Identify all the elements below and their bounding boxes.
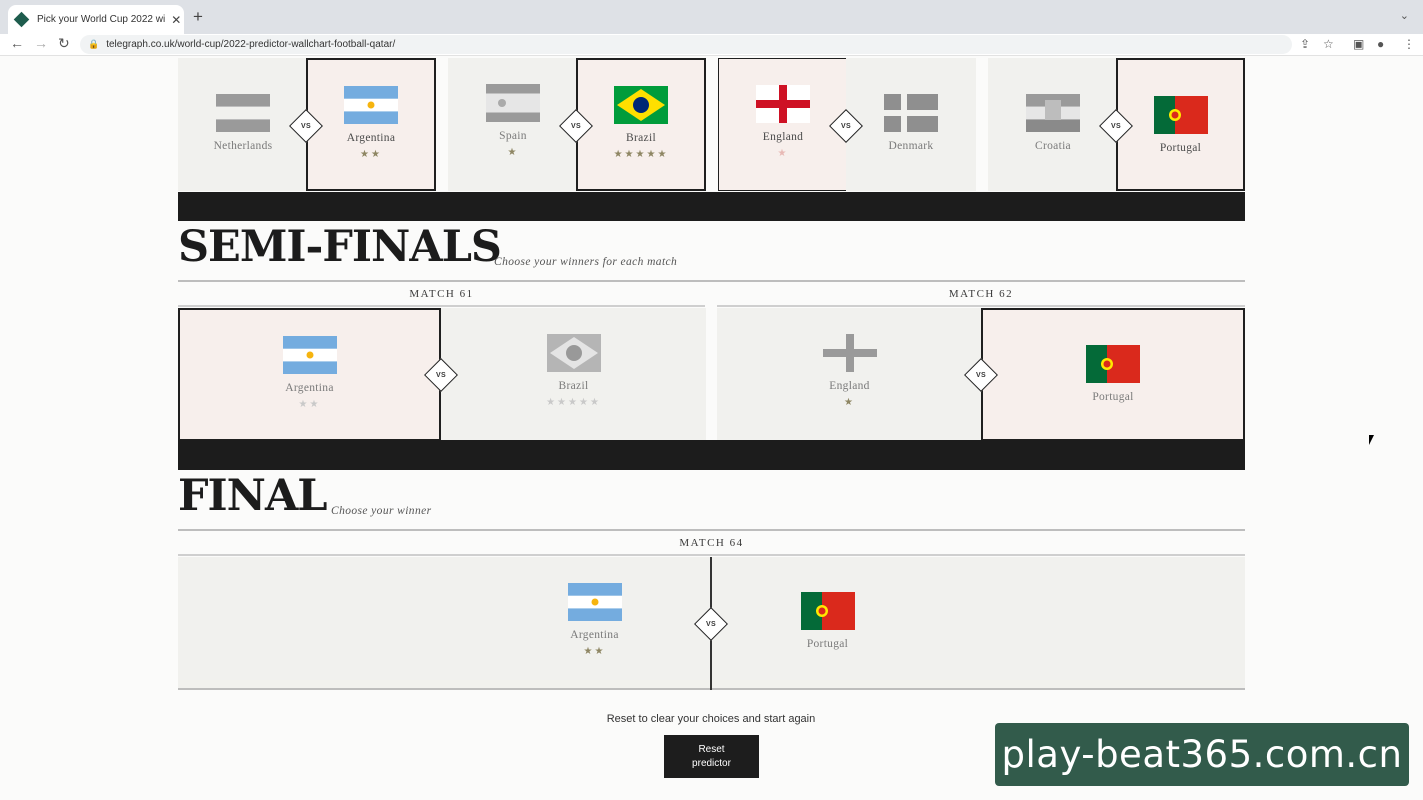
team-card-portugal[interactable]: Portugal <box>1116 58 1245 191</box>
telegraph-favicon-icon <box>13 11 30 28</box>
divider <box>178 305 705 307</box>
tab-close-icon[interactable]: ✕ <box>171 12 182 27</box>
vs-label: VS <box>706 620 716 628</box>
team-name: England <box>762 131 804 143</box>
final-row: Argentina ★★ Portugal VS <box>178 557 1245 690</box>
section-divider-bar <box>178 192 1245 221</box>
tab-search-icon[interactable]: ⌄ <box>1399 10 1409 22</box>
profile-avatar-icon[interactable]: ● <box>1377 37 1385 51</box>
semi-finals-title: SEMI-FINALS <box>178 222 502 272</box>
lock-icon: 🔒 <box>88 39 100 49</box>
team-name: Spain <box>499 130 527 142</box>
stars-rating: ★★ <box>583 646 606 657</box>
browser-menu-icon[interactable]: ⋮ <box>1403 37 1415 51</box>
team-name: Denmark <box>888 140 934 152</box>
team-name: Portugal <box>1092 391 1134 403</box>
team-card-england[interactable]: England ★ <box>717 308 982 441</box>
team-card-argentina[interactable]: Argentina ★★ <box>178 308 441 441</box>
final-title: FINAL <box>178 471 328 521</box>
vs-label: VS <box>571 122 581 130</box>
croatia-flag-icon <box>1026 94 1080 132</box>
argentina-flag-icon <box>282 336 337 374</box>
reset-button-label: Reset predictor <box>692 743 731 769</box>
stars-rating: ★ <box>777 148 789 159</box>
back-button[interactable]: ← <box>10 35 24 51</box>
final-subtitle: Choose your winner <box>331 505 432 517</box>
team-card-denmark[interactable]: Denmark <box>846 58 976 191</box>
quarter-finals-row: Netherlands Argentina ★★ VS Spain ★ Braz… <box>178 58 1245 193</box>
vs-label: VS <box>841 122 851 130</box>
spain-flag-icon <box>486 84 540 122</box>
vs-label: VS <box>301 122 311 130</box>
reload-button[interactable]: ↻ <box>58 35 70 51</box>
portugal-flag-icon <box>1153 96 1208 134</box>
team-card-brazil[interactable]: Brazil ★★★★★ <box>576 58 706 191</box>
stars-rating: ★★★★★ <box>613 149 669 160</box>
tab-title: Pick your World Cup 2022 wi <box>37 14 166 25</box>
reset-description: Reset to clear your choices and start ag… <box>606 713 816 725</box>
stars-rating: ★★ <box>360 149 382 160</box>
team-card-portugal[interactable]: Portugal <box>981 308 1245 441</box>
team-name: Brazil <box>558 380 589 392</box>
address-bar[interactable]: 🔒 telegraph.co.uk/world-cup/2022-predict… <box>80 35 1292 54</box>
team-name: Argentina <box>346 132 396 144</box>
team-card-brazil[interactable]: Brazil ★★★★★ <box>441 308 706 441</box>
url-text: telegraph.co.uk/world-cup/2022-predictor… <box>106 39 396 50</box>
browser-tab-bar: Pick your World Cup 2022 wi ✕ + ⌄ <box>0 0 1423 34</box>
team-card-argentina[interactable]: Argentina ★★ <box>306 58 436 191</box>
team-card-england[interactable]: England ★ <box>718 58 848 191</box>
brazil-flag-icon <box>546 334 601 372</box>
england-flag-icon <box>756 85 810 123</box>
team-name: Brazil <box>626 132 656 144</box>
brazil-flag-icon <box>614 86 668 124</box>
bookmark-star-icon[interactable]: ☆ <box>1323 37 1334 51</box>
share-icon[interactable]: ⇪ <box>1300 37 1311 51</box>
portugal-flag-icon <box>1086 345 1140 383</box>
new-tab-button[interactable]: + <box>193 7 203 26</box>
team-name: Argentina <box>570 629 619 641</box>
divider <box>178 554 1245 556</box>
denmark-flag-icon <box>884 94 938 132</box>
argentina-flag-icon <box>567 583 622 621</box>
portugal-flag-icon <box>800 592 855 630</box>
divider <box>717 305 1245 307</box>
england-flag-icon <box>822 334 877 372</box>
team-card-portugal[interactable]: Portugal <box>721 557 934 690</box>
semi-finals-row: Argentina ★★ Brazil ★★★★★ VS England ★ P… <box>178 308 1245 441</box>
vs-label: VS <box>976 371 986 379</box>
match-label: MATCH 64 <box>679 537 744 549</box>
argentina-flag-icon <box>344 86 398 124</box>
team-name: Portugal <box>806 638 849 650</box>
semi-finals-subtitle: Choose your winners for each match <box>494 256 678 268</box>
stars-rating: ★ <box>507 147 519 158</box>
match-label: MATCH 61 <box>409 288 474 300</box>
section-divider-bar <box>178 440 1245 470</box>
team-card-argentina[interactable]: Argentina ★★ <box>488 557 701 690</box>
watermark: play-beat365.com.cn <box>995 723 1409 786</box>
match-label: MATCH 62 <box>948 288 1014 300</box>
browser-toolbar: ← → ↻ 🔒 telegraph.co.uk/world-cup/2022-p… <box>0 34 1423 56</box>
team-name: Netherlands <box>213 140 273 152</box>
reset-predictor-button[interactable]: Reset predictor <box>664 735 759 778</box>
team-card-spain[interactable]: Spain ★ <box>448 58 578 191</box>
forward-button[interactable]: → <box>34 35 48 51</box>
team-name: Croatia <box>1035 140 1071 152</box>
divider <box>178 280 1245 282</box>
vs-label: VS <box>1111 122 1121 130</box>
team-card-croatia[interactable]: Croatia <box>988 58 1118 191</box>
mouse-cursor-icon <box>1369 435 1379 445</box>
side-panel-icon[interactable]: ▣ <box>1353 37 1365 51</box>
stars-rating: ★★ <box>298 399 321 410</box>
netherlands-flag-icon <box>216 94 270 132</box>
stars-rating: ★ <box>844 397 855 408</box>
team-name: Portugal <box>1159 142 1202 154</box>
divider <box>178 529 1245 531</box>
stars-rating: ★★★★★ <box>546 397 601 408</box>
team-card-netherlands[interactable]: Netherlands <box>178 58 308 191</box>
team-name: Argentina <box>285 382 334 394</box>
team-name: England <box>829 380 870 392</box>
vs-label: VS <box>436 371 446 379</box>
browser-tab[interactable]: Pick your World Cup 2022 wi ✕ <box>8 5 184 34</box>
